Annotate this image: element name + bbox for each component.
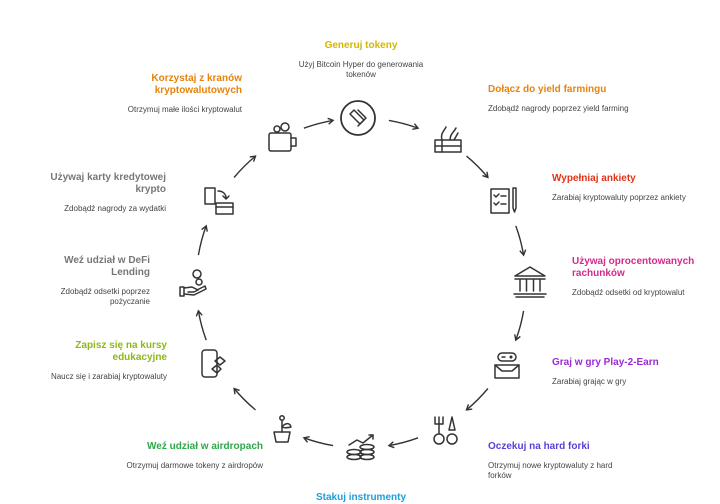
node-desc: Naucz się i zarabiaj kryptowaluty <box>50 372 167 381</box>
node-krany: Korzystaj z kranów kryptowalutowych Otrz… <box>112 73 242 115</box>
node-title: Używaj karty kredytowej krypto <box>50 172 166 195</box>
cycle-arrow <box>233 155 257 178</box>
node-defi: Weź udział w DeFi Lending Zdobądź odsetk… <box>30 255 150 307</box>
node-title: Korzystaj z kranów kryptowalutowych <box>151 73 242 96</box>
node-generuj-tokeny: Generuj tokeny Użyj Bitcoin Hyper do gen… <box>286 40 436 80</box>
cycle-icons <box>179 100 547 461</box>
education-device-icon <box>201 349 226 378</box>
node-title: Oczekuj na hard forki <box>488 441 590 452</box>
token-icon <box>340 100 376 136</box>
node-desc: Otrzymuj małe ilości kryptowalut <box>127 105 242 114</box>
game-controller-icon <box>494 352 520 379</box>
cycle-arrow <box>465 388 489 411</box>
cycle-arrow <box>195 309 207 341</box>
cycle-arrow <box>302 436 334 447</box>
airdrop-plant-icon <box>273 415 292 443</box>
node-title: Graj w gry Play-2-Earn <box>552 357 659 368</box>
node-desc: Zdobądź odsetki poprzez pożyczanie <box>60 287 150 306</box>
credit-card-icon <box>204 187 234 215</box>
cycle-arrow <box>515 225 527 257</box>
node-desc: Zdobądź odsetki od kryptowalut <box>572 288 685 297</box>
node-kursy: Zapisz się na kursy edukacyjne Naucz się… <box>37 340 167 382</box>
node-karta: Używaj karty kredytowej krypto Zdobądź n… <box>36 172 166 214</box>
node-title: Dołącz do yield farmingu <box>488 84 607 95</box>
faucet-wallet-icon <box>268 122 297 152</box>
cycle-arrow <box>303 117 335 129</box>
node-title: Weź udział w airdropach <box>147 441 263 452</box>
node-title: Generuj tokeny <box>324 40 398 51</box>
fork-tools-icon <box>433 416 458 445</box>
survey-clipboard-icon <box>490 187 517 214</box>
node-title: Używaj oprocentowanych rachunków <box>572 256 695 279</box>
bank-icon <box>513 266 547 298</box>
node-desc: Otrzymuj darmowe tokeny z airdropów <box>126 461 264 470</box>
node-title: Wypełniaj ankiety <box>552 173 636 184</box>
node-title: Zapisz się na kursy edukacyjne <box>75 340 167 363</box>
node-yield-farming: Dołącz do yield farmingu Zdobądź nagrody… <box>488 84 638 114</box>
farm-crate-icon <box>434 126 462 153</box>
node-title: Stakuj instrumenty <box>315 492 407 503</box>
cycle-arrow <box>514 310 525 342</box>
cycle-arrow <box>233 387 256 411</box>
lending-hand-icon <box>179 269 207 297</box>
staking-coins-icon <box>346 434 375 461</box>
node-ankiety: Wypełniaj ankiety Zarabiaj kryptowaluty … <box>552 173 702 203</box>
cycle-arrow <box>197 224 208 256</box>
node-desc: Zdobądź nagrody poprzez yield farming <box>488 104 629 113</box>
node-desc: Otrzymuj nowe kryptowaluty z hard forków <box>488 461 613 480</box>
node-hard-forki: Oczekuj na hard forki Otrzymuj nowe kryp… <box>488 441 638 481</box>
cycle-arrows <box>195 117 527 449</box>
node-desc: Zarabiaj kryptowaluty poprzez ankiety <box>552 193 686 202</box>
node-desc: Użyj Bitcoin Hyper do generowania tokenó… <box>298 60 424 79</box>
cycle-arrow <box>387 437 419 449</box>
node-desc: Zdobądź nagrody za wydatki <box>64 204 166 213</box>
cycle-arrow <box>388 119 420 130</box>
node-desc: Zarabiaj grając w gry <box>552 377 627 386</box>
node-play2earn: Graj w gry Play-2-Earn Zarabiaj grając w… <box>552 357 702 387</box>
node-title: Weź udział w DeFi Lending <box>64 255 150 278</box>
cycle-arrow <box>466 155 489 179</box>
node-airdropy: Weź udział w airdropach Otrzymuj darmowe… <box>113 441 264 471</box>
node-oprocentowane: Używaj oprocentowanych rachunków Zdobądź… <box>572 256 712 298</box>
node-stakuj: Stakuj instrumenty <box>286 492 436 504</box>
